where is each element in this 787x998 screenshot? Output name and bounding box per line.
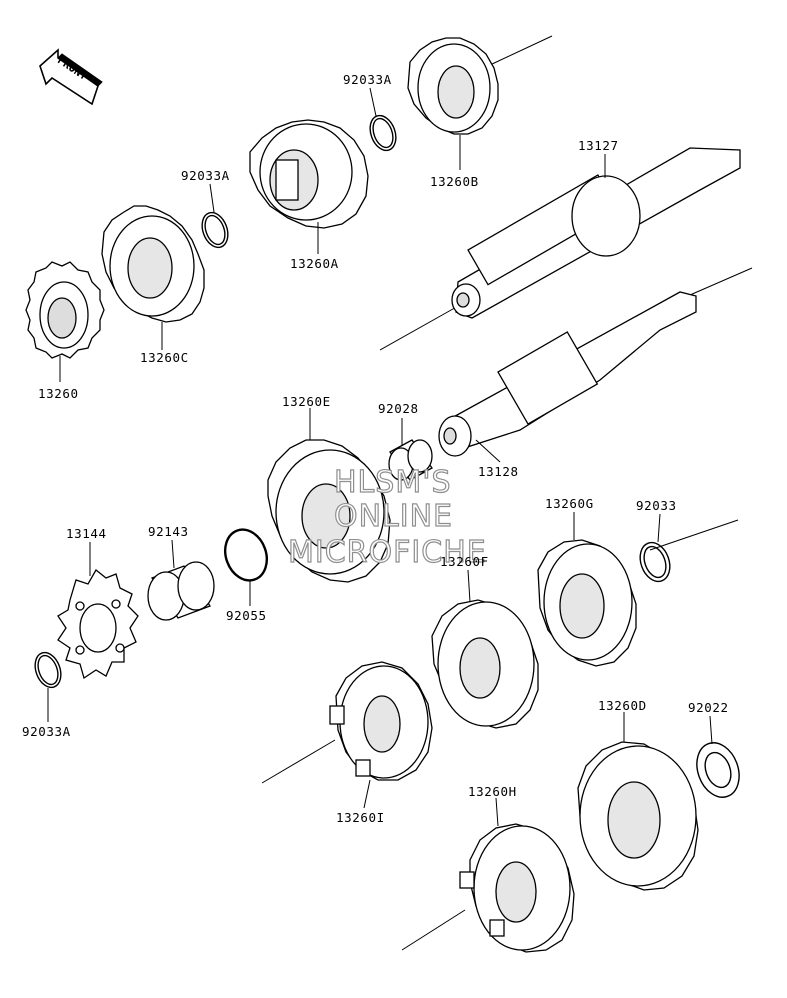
circlip-92033 bbox=[639, 541, 671, 583]
part-labels: 92033A 13260B 13127 92033A 13260A 13260C… bbox=[22, 72, 729, 825]
gear-13260d bbox=[577, 741, 699, 891]
label-92028: 92028 bbox=[378, 401, 419, 416]
shaft-13128 bbox=[438, 291, 697, 457]
label-13260c: 13260C bbox=[140, 350, 189, 365]
watermark: HLSM'S ONLINE MICROFICHE bbox=[287, 464, 487, 570]
gear-13260c bbox=[101, 205, 205, 323]
label-13260b: 13260B bbox=[430, 174, 479, 189]
gear-13260f bbox=[431, 599, 539, 729]
circlip-92033a-mid bbox=[201, 211, 229, 249]
gear-13260b bbox=[407, 37, 499, 135]
gear-13260i bbox=[329, 661, 433, 781]
circlip-92033a-top bbox=[369, 114, 397, 152]
label-13260g: 13260G bbox=[545, 496, 594, 511]
watermark-line1: HLSM'S bbox=[334, 465, 452, 500]
gear-13260g bbox=[537, 539, 637, 667]
label-13127: 13127 bbox=[578, 138, 619, 153]
bushing-92028 bbox=[388, 439, 433, 481]
leader-lines bbox=[47, 87, 713, 827]
label-13260i: 13260I bbox=[336, 810, 385, 825]
watermark-line2: ONLINE bbox=[334, 499, 453, 534]
gear-13260 bbox=[25, 261, 105, 359]
label-92033a-mid: 92033A bbox=[181, 168, 230, 183]
oring-92055 bbox=[224, 528, 268, 582]
label-92033a-bot: 92033A bbox=[22, 724, 71, 739]
label-13260a: 13260A bbox=[290, 256, 339, 271]
label-13260h: 13260H bbox=[468, 784, 517, 799]
label-92143: 92143 bbox=[148, 524, 189, 539]
label-92033: 92033 bbox=[636, 498, 677, 513]
front-direction-badge: FRONT bbox=[39, 48, 103, 106]
axis-lines bbox=[261, 35, 753, 951]
label-13260d: 13260D bbox=[598, 698, 647, 713]
label-92055: 92055 bbox=[226, 608, 267, 623]
shaft-13127 bbox=[451, 147, 741, 319]
label-13260e: 13260E bbox=[282, 394, 331, 409]
label-13128: 13128 bbox=[478, 464, 519, 479]
label-92033a-top: 92033A bbox=[343, 72, 392, 87]
label-13260: 13260 bbox=[38, 386, 79, 401]
gear-13260h bbox=[459, 823, 575, 953]
collar-92143 bbox=[147, 561, 215, 621]
label-13260f: 13260F bbox=[440, 554, 489, 569]
label-92022: 92022 bbox=[688, 700, 729, 715]
circlip-92033a-bot bbox=[34, 651, 62, 689]
gear-13260e bbox=[267, 439, 391, 583]
sprocket-13144 bbox=[57, 569, 139, 680]
gear-13260a bbox=[249, 119, 369, 229]
washer-92022 bbox=[696, 742, 740, 798]
watermark-line3: MICROFICHE bbox=[288, 535, 487, 570]
label-13144: 13144 bbox=[66, 526, 107, 541]
